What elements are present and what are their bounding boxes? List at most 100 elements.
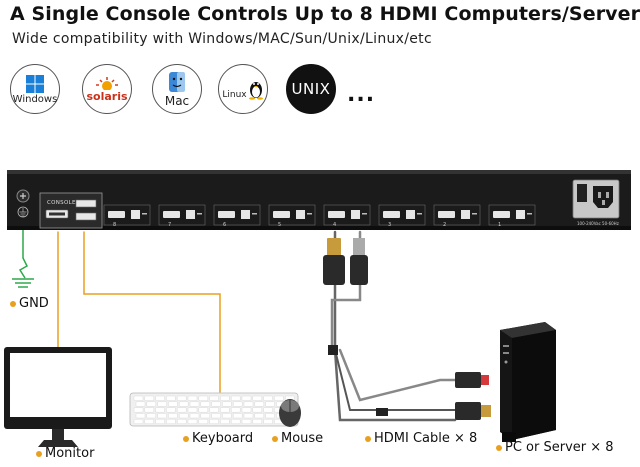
hdmi-cable-caption: HDMI Cable × 8 bbox=[365, 431, 477, 446]
power-rating-label: 100-240Vac 50-60Hz bbox=[577, 221, 619, 226]
computer-port-5 bbox=[268, 204, 316, 226]
hdmi-port-icon bbox=[163, 211, 180, 218]
port-number-2: 2 bbox=[443, 222, 447, 228]
gnd-caption: GND bbox=[10, 296, 49, 311]
hdmi-port-icon bbox=[108, 211, 125, 218]
keyboard-key bbox=[230, 395, 241, 401]
bullet-icon bbox=[36, 450, 42, 457]
keyboard-label: Keyboard bbox=[192, 431, 254, 446]
hdmi-port-icon bbox=[493, 211, 510, 218]
mac-logo: Mac bbox=[152, 64, 202, 114]
usb-b-port-icon bbox=[186, 210, 195, 219]
keyboard-key bbox=[254, 401, 265, 407]
port-number-5: 5 bbox=[278, 222, 282, 228]
keyboard-caption: Keyboard bbox=[183, 431, 253, 446]
keyboard-key bbox=[252, 407, 263, 413]
ground-icon bbox=[12, 257, 34, 288]
windows-label: Windows bbox=[12, 93, 58, 105]
computer-port-1 bbox=[488, 204, 536, 226]
usb-cable bbox=[333, 230, 457, 422]
keyboard-key bbox=[211, 401, 221, 407]
keyboard-key bbox=[220, 407, 230, 413]
keyboard-key bbox=[166, 395, 176, 401]
keyboard-key bbox=[187, 419, 198, 425]
bullet-icon bbox=[365, 435, 371, 442]
keyboard-key bbox=[168, 401, 178, 407]
windows-icon bbox=[26, 74, 44, 93]
keyboard-cable bbox=[83, 231, 221, 393]
keyboard-key bbox=[222, 413, 232, 419]
computer-port-4 bbox=[323, 204, 371, 226]
usb-b-port-icon bbox=[461, 210, 470, 219]
usb-symbol-icon bbox=[472, 213, 477, 215]
console-label: CONSOLE bbox=[47, 200, 76, 206]
unix-logo: UNIX bbox=[286, 64, 336, 114]
keyboard-key bbox=[243, 401, 254, 407]
keyboard-key bbox=[168, 413, 178, 419]
linux-icon bbox=[248, 82, 263, 100]
usb-b-port-icon bbox=[241, 210, 250, 219]
mac-label: Mac bbox=[164, 94, 190, 108]
solaris-label: solaris bbox=[86, 89, 128, 103]
keyboard-key bbox=[263, 395, 273, 401]
page-title: A Single Console Controls Up to 8 HDMI C… bbox=[10, 3, 640, 25]
keyboard-key bbox=[176, 395, 187, 401]
keyboard-key bbox=[144, 407, 155, 413]
keyboard-key bbox=[133, 407, 144, 413]
bullet-icon bbox=[10, 300, 16, 307]
mouse-icon bbox=[279, 399, 301, 427]
mouse-label: Mouse bbox=[281, 431, 324, 446]
hdmi-cable-bottom bbox=[338, 348, 467, 402]
usb-b-port-icon bbox=[296, 210, 305, 219]
port-number-7: 7 bbox=[168, 222, 172, 228]
keyboard-key bbox=[254, 413, 265, 419]
keyboard-key bbox=[135, 413, 146, 419]
keyboard-key bbox=[252, 419, 263, 425]
pc-label: PC or Server × 8 bbox=[505, 440, 614, 455]
keyboard-key bbox=[146, 401, 157, 407]
usb-symbol-icon bbox=[417, 213, 422, 215]
usb-cable-bottom bbox=[334, 349, 481, 411]
computer-port-3 bbox=[378, 204, 426, 226]
hdmi-port-icon bbox=[328, 211, 345, 218]
solaris-icon bbox=[96, 76, 118, 90]
keyboard-key bbox=[155, 395, 165, 401]
port-number-1: 1 bbox=[498, 222, 502, 228]
keyboard-key bbox=[209, 395, 219, 401]
computer-port-6 bbox=[213, 204, 261, 226]
keyboard-key bbox=[176, 407, 187, 413]
hdmi-port-icon bbox=[383, 211, 400, 218]
keyboard-key bbox=[265, 401, 275, 407]
keyboard-key bbox=[209, 407, 219, 413]
keyboard-key bbox=[220, 395, 230, 401]
bullet-icon bbox=[496, 444, 502, 451]
keyboard-key bbox=[211, 413, 221, 419]
hdmi-port-icon bbox=[218, 211, 235, 218]
monitor-label: Monitor bbox=[45, 446, 95, 461]
keyboard-key bbox=[135, 401, 146, 407]
computer-ports bbox=[103, 204, 536, 226]
solaris-logo: solaris bbox=[82, 64, 132, 114]
linux-label: Linux bbox=[222, 90, 247, 100]
monitor-caption: Monitor bbox=[36, 446, 94, 461]
keyboard-icon bbox=[129, 392, 299, 427]
keyboard-key bbox=[222, 401, 232, 407]
pc-tower-icon bbox=[500, 322, 556, 442]
hdmi-plug-icon bbox=[323, 238, 368, 285]
keyboard-key bbox=[241, 395, 252, 401]
usb-symbol-icon bbox=[252, 213, 257, 215]
keyboard-key bbox=[220, 419, 230, 425]
port-number-3: 3 bbox=[388, 222, 392, 228]
power-switch bbox=[577, 184, 587, 202]
keyboard-key bbox=[265, 413, 275, 419]
keyboard-key bbox=[241, 419, 252, 425]
usb-b-port-icon bbox=[131, 210, 140, 219]
usb-symbol-icon bbox=[197, 213, 202, 215]
keyboard-key bbox=[144, 419, 155, 425]
pc-caption: PC or Server × 8 bbox=[496, 440, 614, 455]
keyboard-key bbox=[241, 407, 252, 413]
monitor-icon bbox=[4, 347, 112, 447]
keyboard-key bbox=[209, 419, 219, 425]
usb-symbol-icon bbox=[307, 213, 312, 215]
